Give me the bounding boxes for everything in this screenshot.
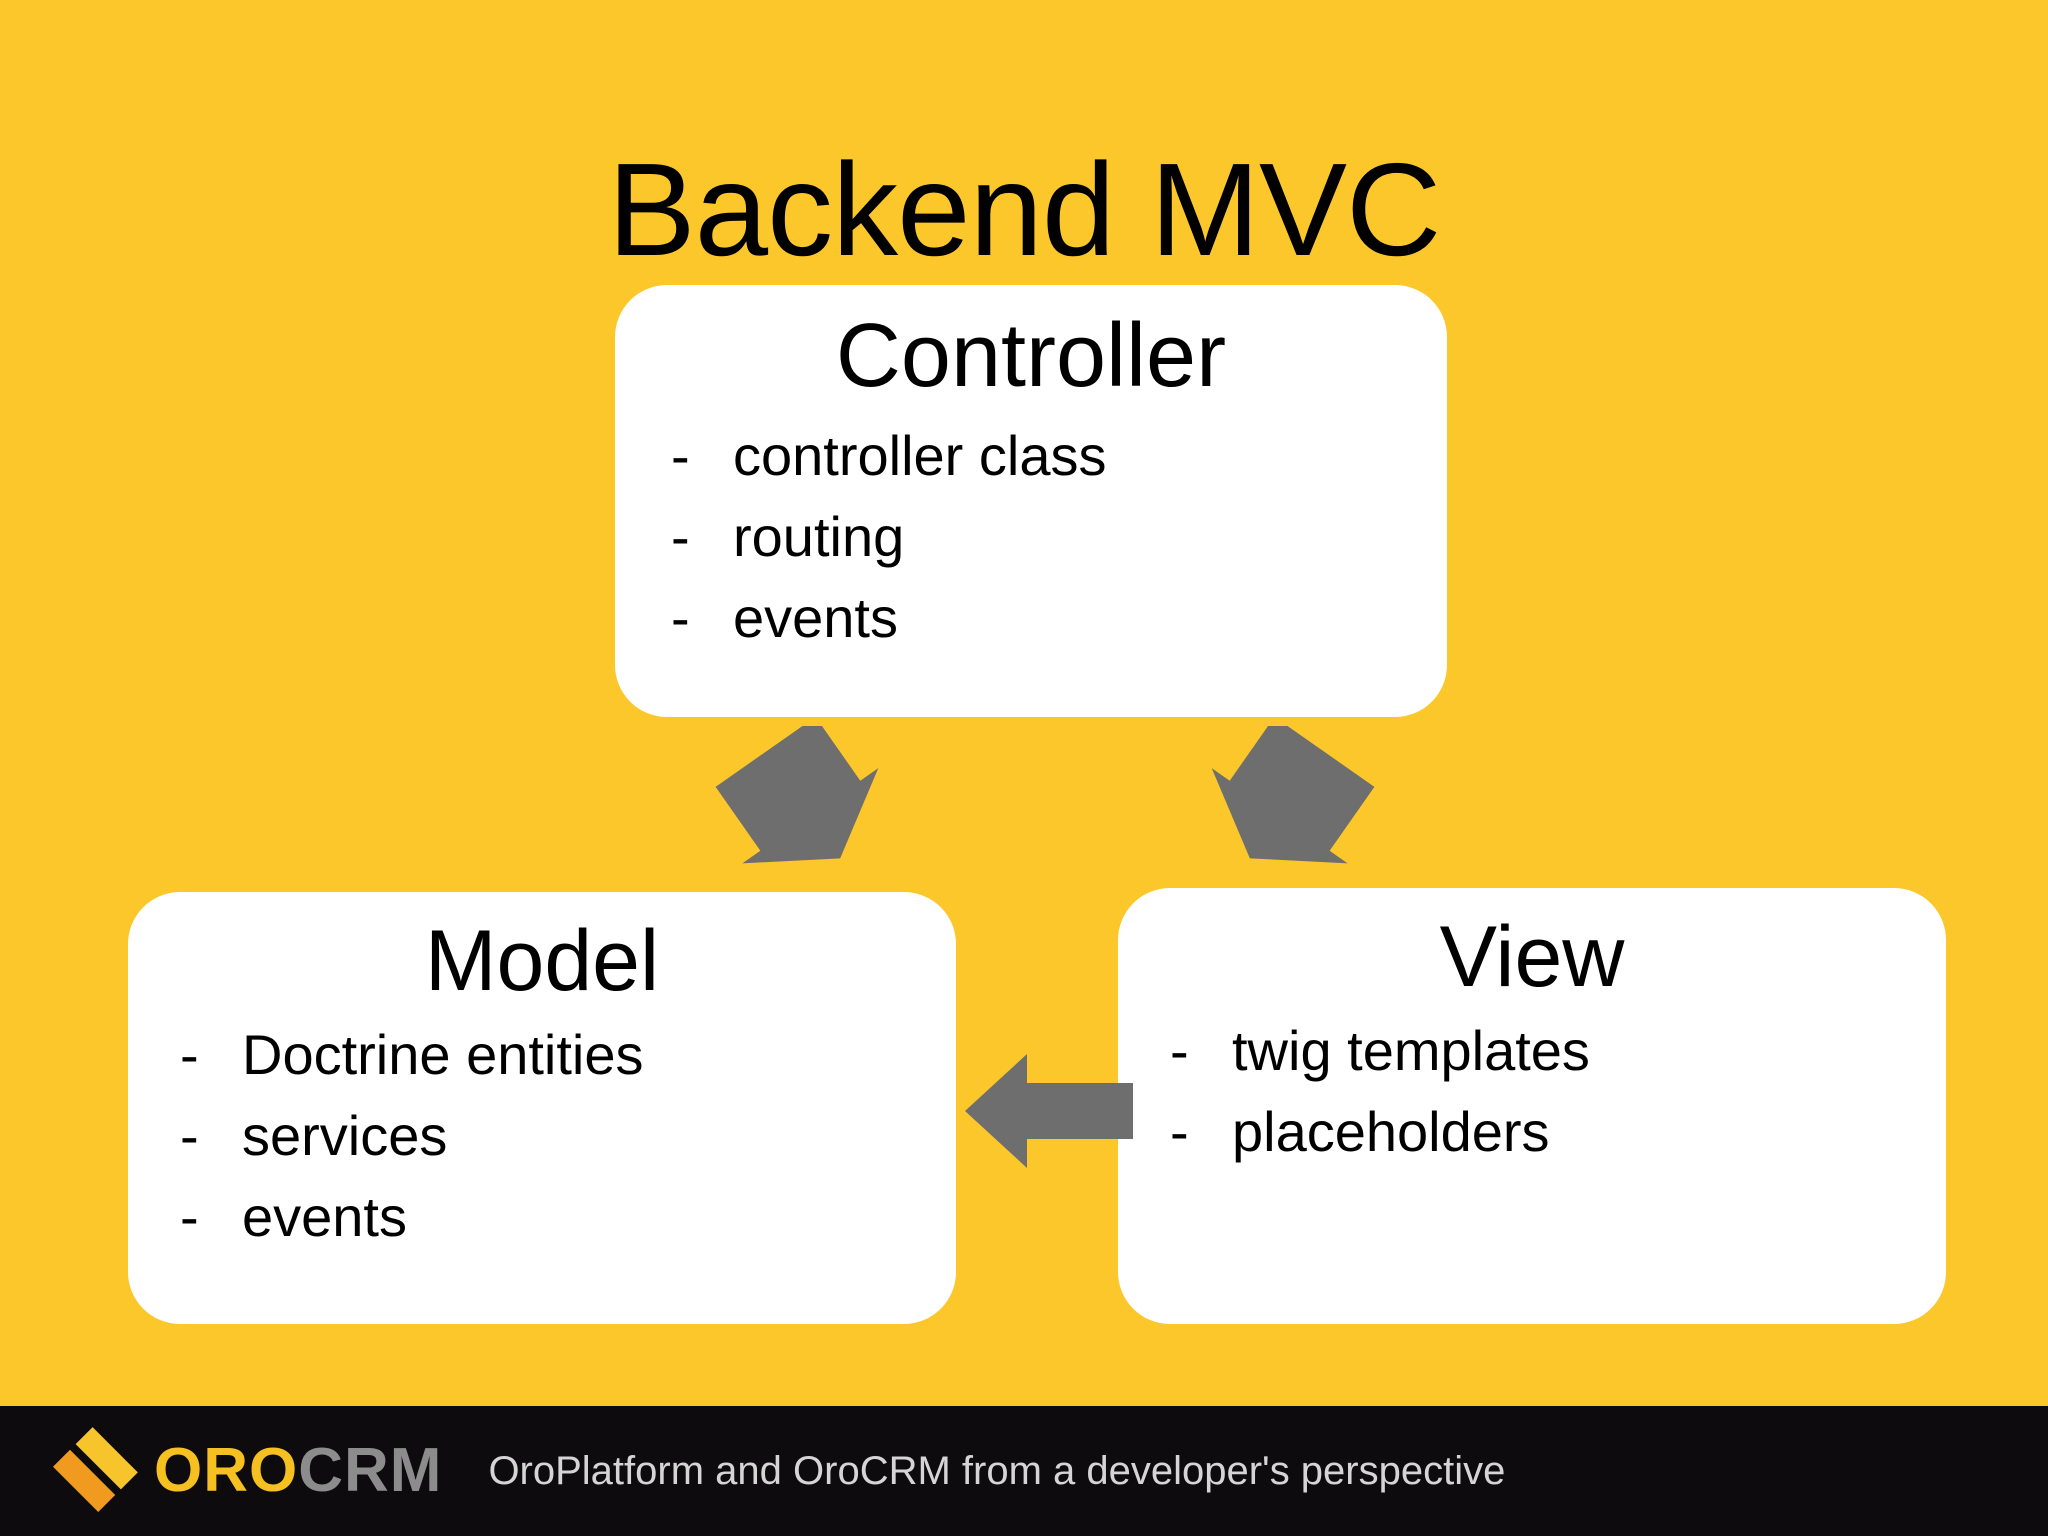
list-item: - routing — [671, 504, 1447, 568]
controller-to-view-arrow — [1211, 726, 1375, 864]
list-item: - controller class — [671, 424, 1447, 487]
logo-text-crm: CRM — [298, 1436, 443, 1505]
page-title: Backend MVC — [607, 136, 1442, 284]
footer-bar: OROCRM OroPlatform and OroCRM from a dev… — [0, 1406, 2048, 1536]
bullet-text: Doctrine entities — [242, 1023, 644, 1086]
controller-bullet-list: - controller class - routing - events — [615, 424, 1447, 649]
view-card-title: View — [1439, 909, 1625, 1005]
bullet-marker: - — [671, 504, 690, 568]
bullet-text: services — [242, 1103, 448, 1167]
orocrm-wordmark: OROCRM — [154, 1440, 442, 1502]
controller-to-model-arrow — [715, 726, 879, 864]
footer-tagline: OroPlatform and OroCRM from a developer'… — [488, 1449, 1506, 1493]
view-to-model-arrow — [965, 1054, 1133, 1168]
view-bullet-list: - twig templates - placeholders — [1118, 1019, 1946, 1163]
bullet-text: controller class — [733, 424, 1107, 487]
bullet-text: placeholders — [1232, 1099, 1550, 1163]
model-card-title: Model — [424, 913, 660, 1009]
bullet-text: events — [733, 585, 898, 649]
controller-card: Controller - controller class - routing … — [615, 285, 1447, 717]
view-card: View - twig templates - placeholders — [1118, 888, 1946, 1324]
bullet-marker: - — [180, 1184, 199, 1248]
controller-card-title: Controller — [835, 306, 1227, 406]
orocrm-logo-icon — [48, 1425, 140, 1517]
list-item: - services — [180, 1103, 956, 1167]
bullet-marker: - — [180, 1023, 199, 1086]
bullet-marker: - — [671, 585, 690, 649]
bullet-text: events — [242, 1184, 407, 1248]
model-card: Model - Doctrine entities - services - e… — [128, 892, 956, 1324]
bullet-marker: - — [671, 424, 690, 487]
model-bullet-list: - Doctrine entities - services - events — [128, 1023, 956, 1248]
list-item: - events — [671, 585, 1447, 649]
logo-text-oro: ORO — [154, 1436, 299, 1505]
bullet-text: routing — [733, 504, 905, 568]
bullet-marker: - — [1170, 1099, 1189, 1163]
list-item: - events — [180, 1184, 956, 1248]
bullet-marker: - — [180, 1103, 199, 1167]
list-item: - Doctrine entities — [180, 1023, 956, 1086]
bullet-text: twig templates — [1232, 1019, 1590, 1082]
list-item: - placeholders — [1170, 1099, 1946, 1163]
list-item: - twig templates — [1170, 1019, 1946, 1082]
bullet-marker: - — [1170, 1019, 1189, 1082]
